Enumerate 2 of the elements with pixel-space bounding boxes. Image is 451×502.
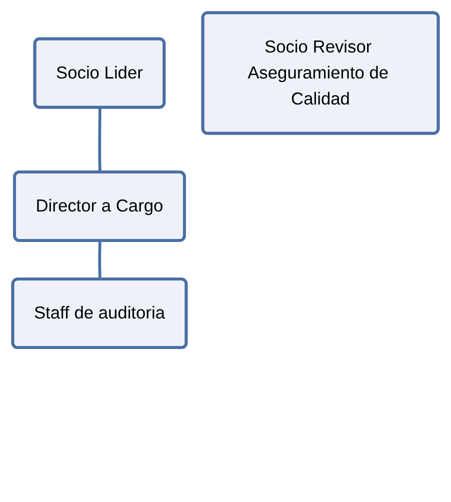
connector [98, 240, 102, 280]
connector [98, 108, 102, 172]
